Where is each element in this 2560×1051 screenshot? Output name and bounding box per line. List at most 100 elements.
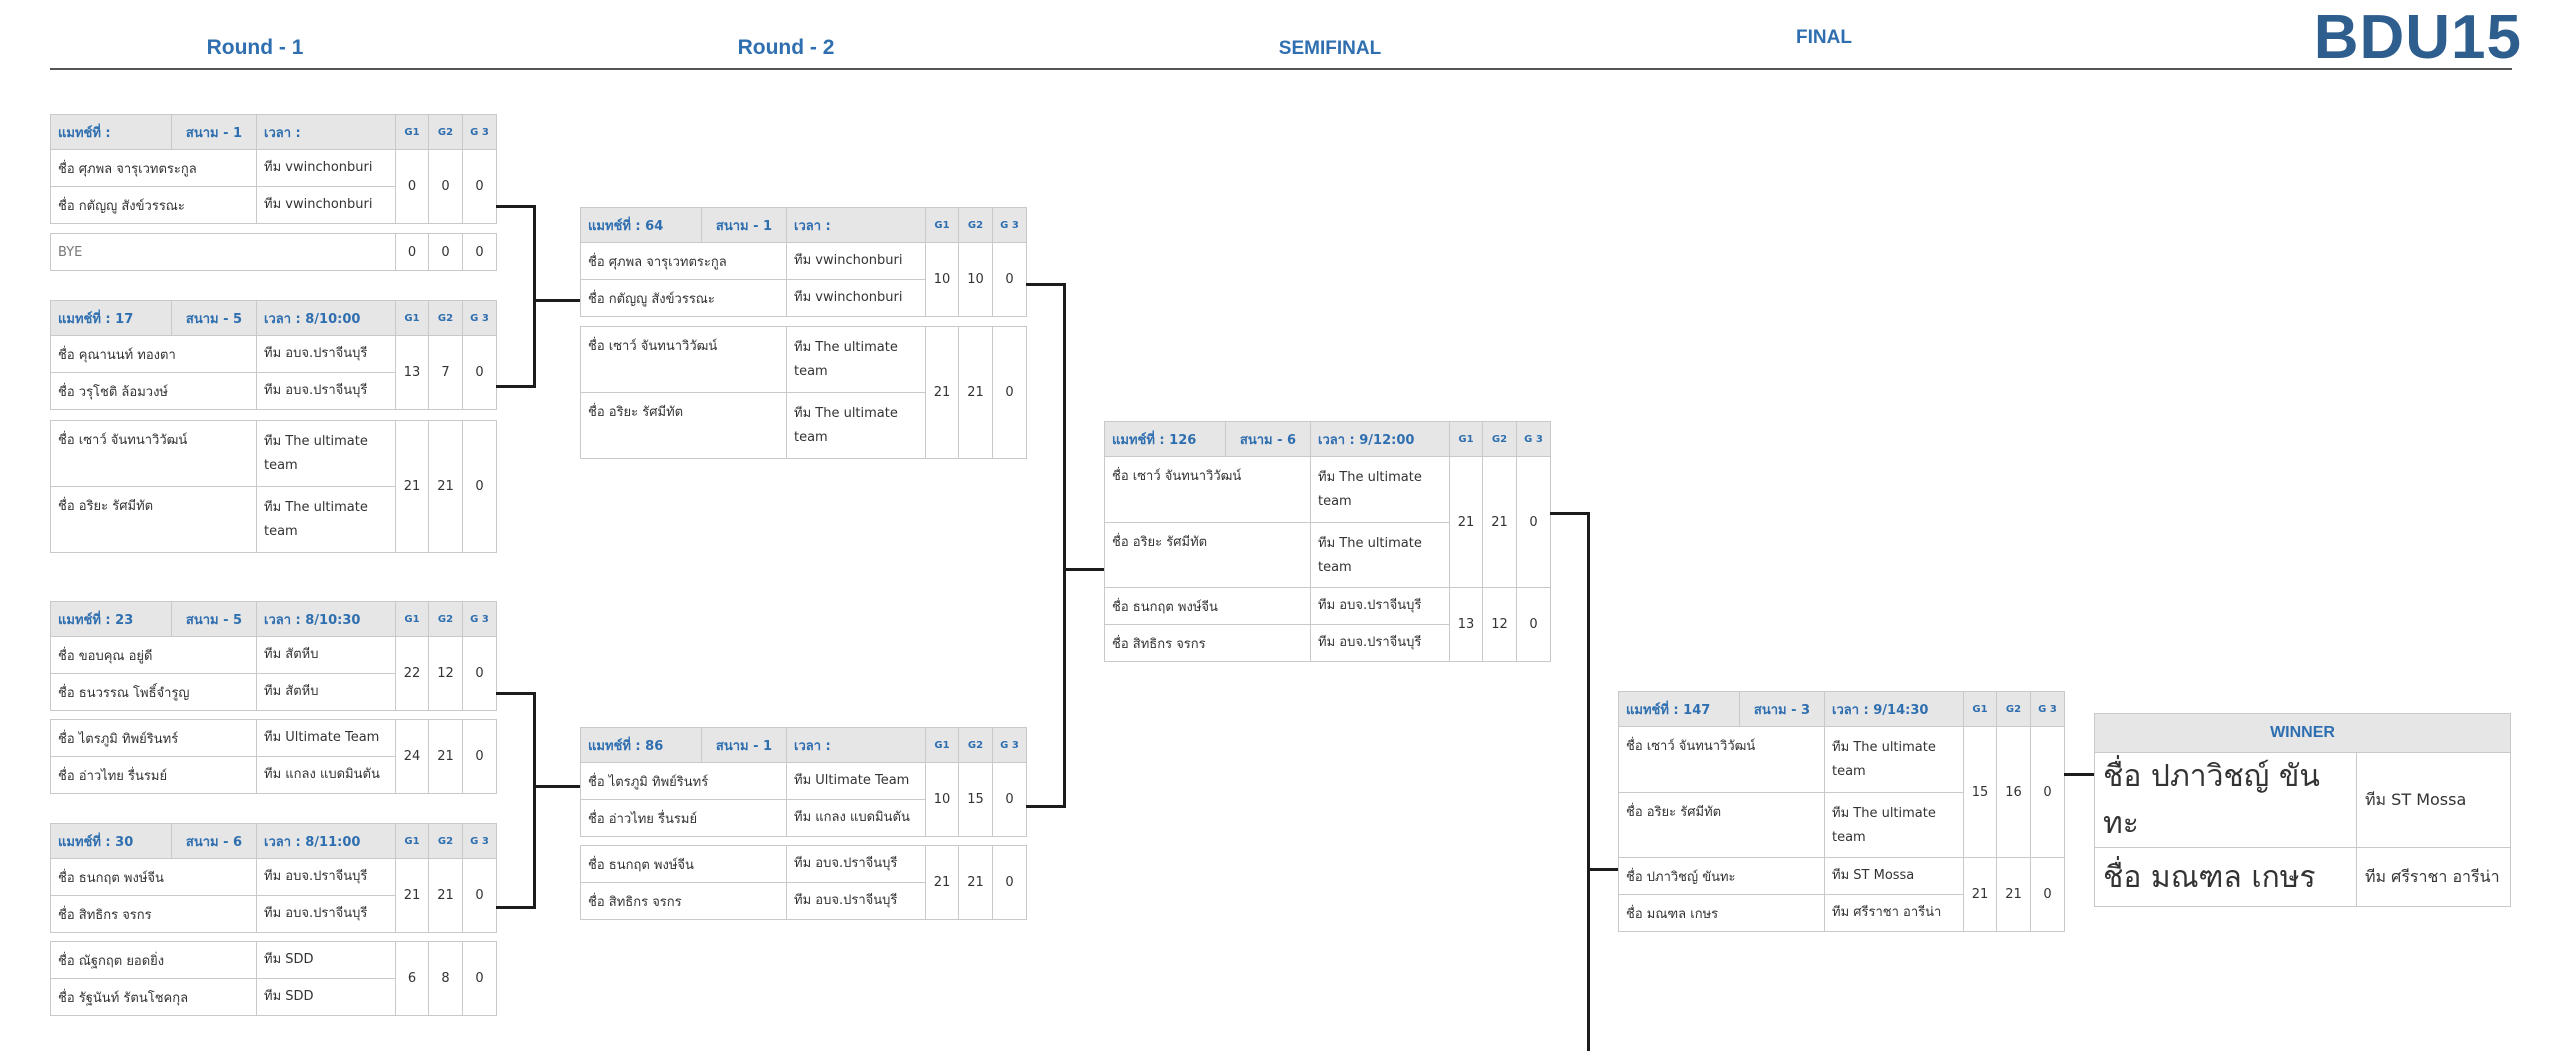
player-team: ทีม แกลง แบดมินตัน <box>786 799 926 837</box>
bracket-connector <box>533 692 536 908</box>
header-divider <box>50 68 2512 70</box>
bracket-connector <box>496 906 536 909</box>
g3-header: G 3 <box>462 823 497 859</box>
game-3-score: 0 <box>1516 456 1551 589</box>
time-label: เวลา : 9/14:30 <box>1824 691 1964 727</box>
time-label: เวลา : 8/10:00 <box>256 300 396 336</box>
player-team: ทีม vwinchonburi <box>256 186 396 224</box>
player-name: ชื่อ กตัญญู สังข์วรรณะ <box>50 186 257 224</box>
game-1-score: 21 <box>1963 857 1997 932</box>
player-name: ชื่อ เซาว์ จันทนาวิวัฒน์ <box>1104 456 1311 523</box>
g2-header: G2 <box>428 114 463 150</box>
g1-header: G1 <box>1963 691 1997 727</box>
player-team: ทีม The ultimate team <box>1824 726 1964 793</box>
game-2-score: 12 <box>1482 587 1517 662</box>
bracket-connector <box>1063 283 1066 807</box>
player-team: ทีม The ultimate team <box>256 420 396 487</box>
court-label: สนาม - 6 <box>1225 421 1311 457</box>
court-label: สนาม - 5 <box>171 300 257 336</box>
time-label: เวลา : <box>256 114 396 150</box>
player-team: ทีม The ultimate team <box>1310 522 1450 589</box>
game-1-score: 22 <box>395 636 429 711</box>
player-team: ทีม อบจ.ปราจีนบุรี <box>256 372 396 410</box>
player-team: ทีม The ultimate team <box>1824 792 1964 859</box>
game-2-score: 12 <box>428 636 463 711</box>
g3-header: G 3 <box>462 601 497 637</box>
time-label: เวลา : <box>786 207 926 243</box>
bracket-connector <box>1587 512 1590 1051</box>
match-number: แมทช์ที่ : 86 <box>580 727 702 763</box>
g2-header: G2 <box>1482 421 1517 457</box>
g2-header: G2 <box>958 207 993 243</box>
court-label: สนาม - 1 <box>701 207 787 243</box>
player-name: ชื่อ สิทธิกร จรกร <box>1104 624 1311 662</box>
game-2-score: 21 <box>428 858 463 933</box>
game-2-score: 0 <box>428 149 463 224</box>
player-name: ชื่อ ขอบคุณ อยู่ดี <box>50 636 257 674</box>
game-1-score: 0 <box>395 233 429 271</box>
game-1-score: 13 <box>395 335 429 410</box>
player-name: ชื่อ อริยะ รัศมีทัต <box>50 486 257 553</box>
player-team: ทีม อบจ.ปราจีนบุรี <box>786 845 926 883</box>
opponent-card-17: ชื่อ เซาว์ จันทนาวิวัฒน์ทีม The ultimate… <box>50 420 497 553</box>
g3-header: G 3 <box>992 727 1027 763</box>
player-team: ทีม อบจ.ปราจีนบุรี <box>256 335 396 373</box>
player-team: ทีม SDD <box>256 978 396 1016</box>
player-name: ชื่อ ณัฐกฤต ยอดยิ่ง <box>50 941 257 979</box>
g3-header: G 3 <box>992 207 1027 243</box>
time-label: เวลา : <box>786 727 926 763</box>
game-1-score: 10 <box>925 242 959 317</box>
player-team: ทีม แกลง แบดมินตัน <box>256 756 396 794</box>
bracket-connector <box>496 692 536 695</box>
game-2-score: 21 <box>428 719 463 794</box>
player-name: ชื่อ เซาว์ จันทนาวิวัฒน์ <box>50 420 257 487</box>
g2-header: G2 <box>958 727 993 763</box>
time-label: เวลา : 9/12:00 <box>1310 421 1450 457</box>
game-3-score: 0 <box>992 845 1027 920</box>
game-1-score: 6 <box>395 941 429 1016</box>
player-team: ทีม ศรีราชา อารีน่า <box>1824 894 1964 932</box>
player-name: ชื่อ ไตรภูมิ ทิพย์รินทร์ <box>50 719 257 757</box>
player-team: ทีม อบจ.ปราจีนบุรี <box>1310 587 1450 625</box>
player-name: ชื่อ มณฑล เกษร <box>1618 894 1825 932</box>
player-name: ชื่อ ปภาวิชญ์ ขันทะ <box>1618 857 1825 895</box>
player-team: ทีม อบจ.ปราจีนบุรี <box>256 895 396 933</box>
player-team: ทีม อบจ.ปราจีนบุรี <box>256 858 396 896</box>
game-2-score: 7 <box>428 335 463 410</box>
player-team: ทีม The ultimate team <box>786 392 926 459</box>
game-3-score: 0 <box>462 233 497 271</box>
winner-player-team: ทีม ST Mossa <box>2355 752 2512 848</box>
player-team: ทีม The ultimate team <box>1310 456 1450 523</box>
player-name: ชื่อ ธนกฤต พงษ์จีน <box>50 858 257 896</box>
match-number: แมทช์ที่ : 147 <box>1618 691 1740 727</box>
match-number: แมทช์ที่ : 126 <box>1104 421 1226 457</box>
game-1-score: 21 <box>1449 456 1483 589</box>
match-number: แมทช์ที่ : <box>50 114 172 150</box>
bracket-connector <box>2064 773 2094 776</box>
game-3-score: 0 <box>462 941 497 1016</box>
bracket-connector <box>496 205 536 208</box>
bracket-connector <box>1026 283 1066 286</box>
game-3-score: 0 <box>462 149 497 224</box>
player-team: ทีม vwinchonburi <box>256 149 396 187</box>
game-2-score: 21 <box>958 326 993 459</box>
g1-header: G1 <box>395 300 429 336</box>
opponent-card-64: ชื่อ เซาว์ จันทนาวิวัฒน์ทีม The ultimate… <box>580 326 1027 459</box>
winner-player-team: ทีม ศรีราชา อารีน่า <box>2355 847 2512 907</box>
court-label: สนาม - 5 <box>171 601 257 637</box>
winner-player-name: ชื่อ มณฑล เกษร <box>2094 847 2357 907</box>
player-name: ชื่อ เซาว์ จันทนาวิวัฒน์ <box>1618 726 1825 793</box>
player-team: ทีม SDD <box>256 941 396 979</box>
g2-header: G2 <box>428 300 463 336</box>
game-3-score: 0 <box>2030 726 2065 859</box>
player-team: ทีม vwinchonburi <box>786 279 926 317</box>
game-1-score: 21 <box>395 858 429 933</box>
court-label: สนาม - 1 <box>171 114 257 150</box>
